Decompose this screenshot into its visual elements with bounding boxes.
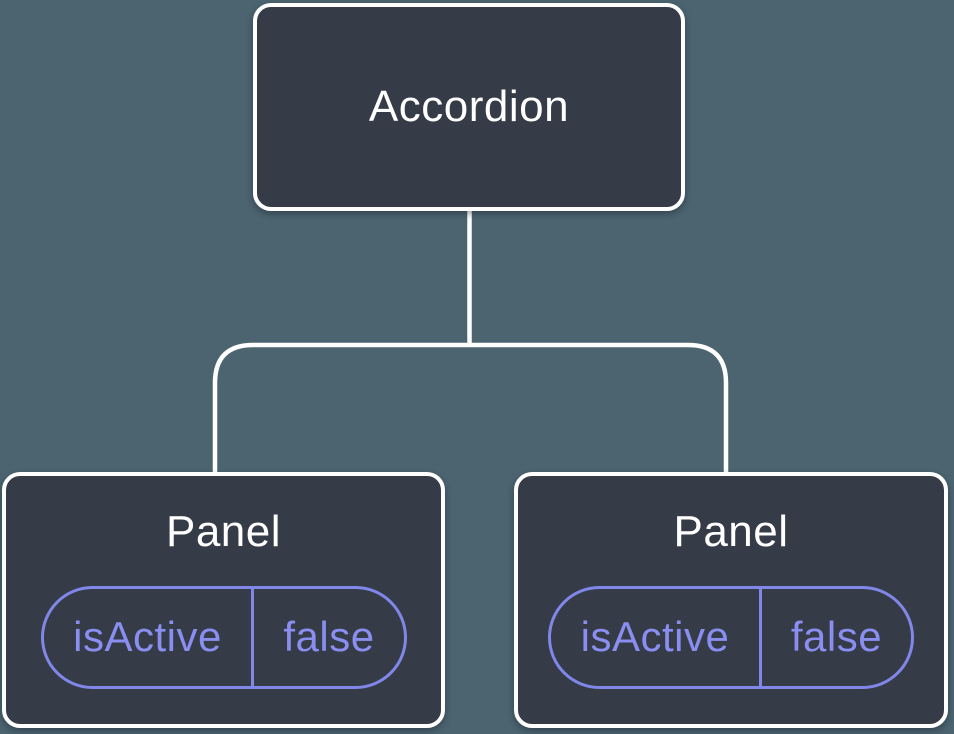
component-node-panel-right: Panel isActive false [514, 472, 948, 728]
component-node-accordion: Accordion [253, 3, 685, 211]
node-title: Panel [673, 507, 789, 556]
state-pill: isActive false [548, 585, 914, 689]
node-title: Panel [165, 507, 282, 556]
component-node-panel-left: Panel isActive false [2, 472, 445, 728]
node-title: Accordion [368, 81, 570, 131]
state-name: isActive [44, 588, 255, 686]
state-pill: isActive false [40, 585, 407, 689]
state-name: isActive [551, 588, 762, 686]
state-value: false [283, 613, 375, 661]
state-value: false [790, 613, 883, 661]
connector-branch [212, 342, 729, 473]
